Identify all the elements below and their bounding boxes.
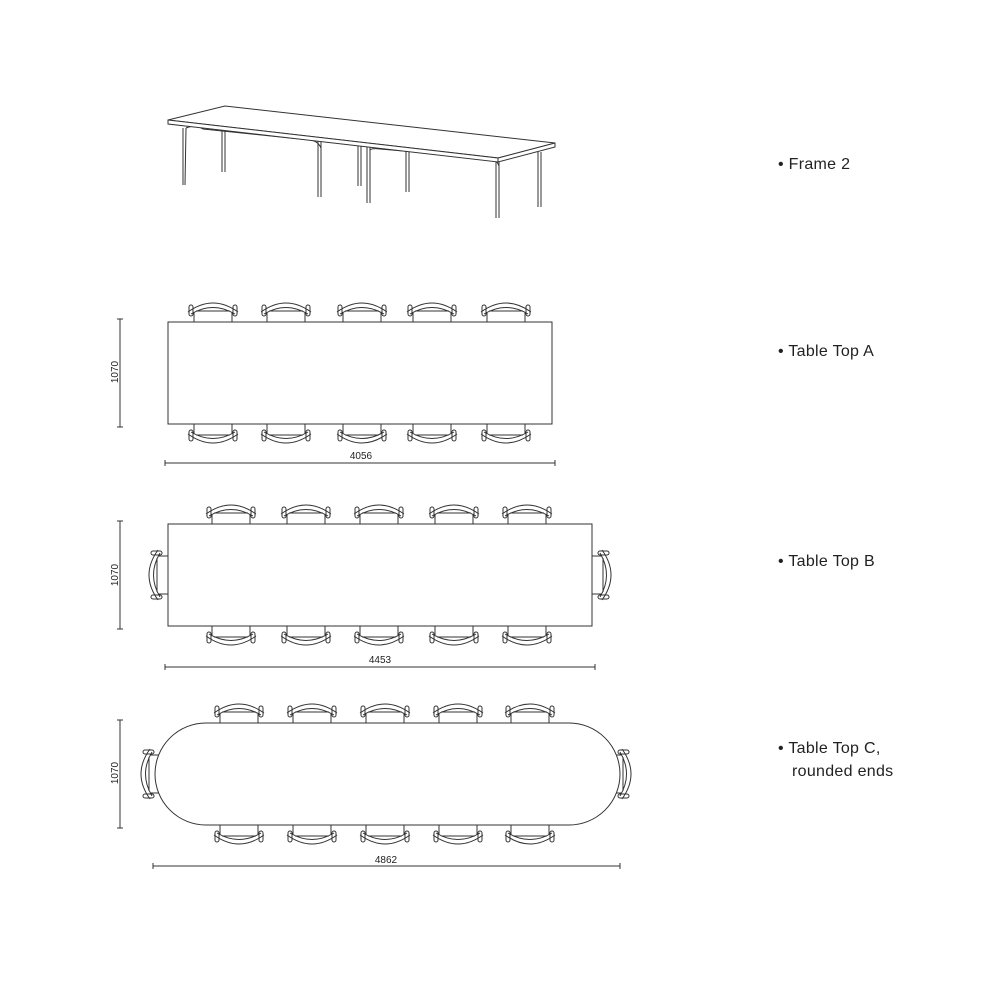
label-table-top-c: • Table Top C,	[778, 740, 881, 757]
chair-icon	[336, 302, 388, 323]
chair-icon	[213, 824, 265, 845]
chair-icon	[432, 824, 484, 845]
label-frame: • Frame 2	[778, 156, 851, 173]
chair-icon	[428, 504, 480, 525]
chair-icon	[353, 625, 405, 646]
table-top	[167, 523, 593, 627]
table-top	[154, 722, 621, 826]
chair-icon	[504, 703, 556, 724]
chair-icon	[428, 625, 480, 646]
chair-icon	[359, 703, 411, 724]
chair-icon	[591, 549, 612, 601]
chair-icon	[480, 423, 532, 444]
table-plan-c	[117, 703, 632, 869]
chair-icon	[280, 504, 332, 525]
chair-icon	[353, 504, 405, 525]
width-label-b: 4453	[369, 655, 392, 666]
chair-icon	[280, 625, 332, 646]
chair-icon	[501, 625, 553, 646]
chair-icon	[501, 504, 553, 525]
chair-icon	[359, 824, 411, 845]
depth-label-c: 1070	[110, 761, 121, 784]
chair-icon	[260, 423, 312, 444]
chair-icon	[205, 504, 257, 525]
chair-icon	[406, 302, 458, 323]
frame-perspective	[167, 105, 556, 218]
chair-icon	[213, 703, 265, 724]
chair-icon	[205, 625, 257, 646]
chair-icon	[148, 549, 169, 601]
table-top	[167, 321, 553, 425]
depth-label-a: 1070	[110, 360, 121, 383]
chair-icon	[336, 423, 388, 444]
width-label-c: 4862	[375, 855, 398, 866]
chair-icon	[406, 423, 458, 444]
table-plan-b	[117, 504, 612, 670]
chair-icon	[260, 302, 312, 323]
chair-icon	[286, 824, 338, 845]
label-table-top-c-sub: rounded ends	[792, 763, 894, 780]
width-label-a: 4056	[350, 451, 373, 462]
chair-icon	[187, 423, 239, 444]
chair-icon	[187, 302, 239, 323]
chair-icon	[504, 824, 556, 845]
label-table-top-a: • Table Top A	[778, 343, 875, 360]
chair-icon	[286, 703, 338, 724]
chair-icon	[432, 703, 484, 724]
depth-label-b: 1070	[110, 563, 121, 586]
table-plan-a	[117, 302, 556, 466]
chair-icon	[480, 302, 532, 323]
label-table-top-b: • Table Top B	[778, 553, 875, 570]
